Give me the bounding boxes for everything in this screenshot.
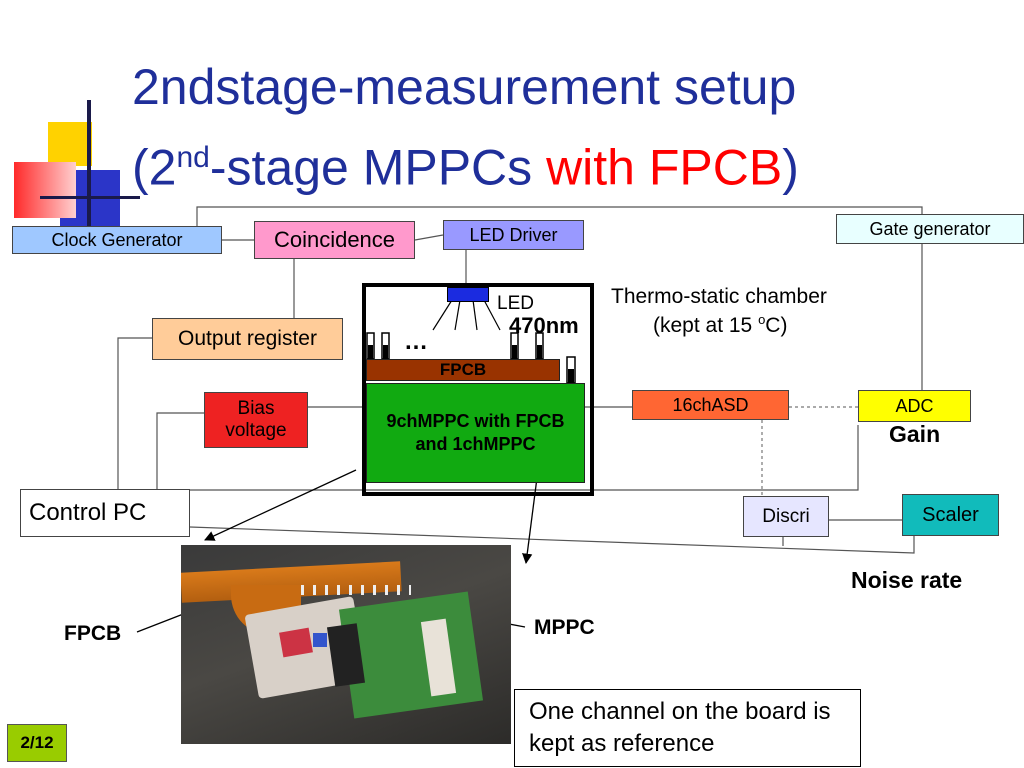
- title-sup: nd: [176, 141, 210, 174]
- photo-fpcb-label: FPCB: [64, 622, 122, 645]
- gain-label: Gain: [889, 421, 941, 447]
- control-pc-box: Control PC: [20, 489, 190, 537]
- logo-vertical-line: [87, 100, 91, 230]
- title-suffix: ): [782, 139, 799, 196]
- led-wavelength: 470nm: [509, 313, 579, 338]
- slide-title-line1: 2ndstage-measurement setup: [132, 59, 797, 115]
- arrow-board-to-photo: [522, 469, 539, 565]
- wire-scaler-pc: [189, 526, 915, 554]
- logo-red-square: [14, 162, 76, 218]
- pin-ellipsis: …: [404, 328, 428, 355]
- logo-yellow-square: [48, 122, 92, 166]
- led-icon: [447, 287, 489, 302]
- title-mid: -stage MPPCs: [209, 139, 547, 196]
- fpcb-strip: FPCB: [366, 359, 560, 381]
- led-ray: [432, 299, 453, 331]
- chamber-label-line2: (kept at 15 oC): [653, 312, 787, 338]
- clock-generator-box: Clock Generator: [12, 226, 222, 254]
- coincidence-box: Coincidence: [254, 221, 415, 259]
- led-driver-box: LED Driver: [443, 220, 584, 250]
- chamber-label-line1: Thermo-static chamber: [611, 285, 827, 308]
- pin: [512, 345, 517, 359]
- thermo-chamber-outline: [362, 283, 594, 496]
- page-number-badge: 2/12: [7, 724, 67, 762]
- output-register-box: Output register: [152, 318, 343, 360]
- adc-box: ADC: [858, 390, 971, 422]
- scaler-box: Scaler: [902, 494, 999, 536]
- chamber-temp-sup: o: [758, 312, 766, 327]
- photo-mppc-label: MPPC: [534, 616, 595, 639]
- led-ray: [483, 299, 501, 331]
- reference-note-box: One channel on the board is kept as refe…: [514, 689, 861, 767]
- wire-output-pc: [117, 337, 152, 489]
- noise-rate-label: Noise rate: [851, 567, 963, 593]
- title-highlight: with FPCB: [546, 139, 783, 196]
- led-ray: [472, 299, 478, 331]
- photo-red-chip: [279, 627, 313, 658]
- wire-top-loop: [196, 206, 923, 390]
- gate-generator-box: Gate generator: [836, 214, 1024, 244]
- wire-coincidence-led: [414, 234, 444, 241]
- pin: [368, 345, 373, 359]
- slide-title-line2: (2nd-stage MPPCs with FPCB): [132, 128, 799, 198]
- bias-voltage-box: Bias voltage: [204, 392, 308, 448]
- logo-horizontal-line: [40, 196, 140, 199]
- pin: [383, 345, 388, 359]
- wire-bias-pc: [156, 412, 204, 489]
- arrow-board-to-photo: [204, 469, 357, 541]
- discri-box: Discri: [743, 496, 829, 537]
- mppc-board: 9chMPPC with FPCB and 1chMPPC: [366, 383, 585, 483]
- pin: [537, 345, 542, 359]
- logo-decoration: [0, 100, 140, 230]
- setup-photo: [181, 545, 511, 744]
- wire-adc-pc: [190, 425, 859, 491]
- pin: [568, 369, 574, 383]
- chamber-temp-suffix: C): [765, 314, 788, 337]
- chamber-temp-prefix: (kept at 15: [653, 314, 759, 337]
- photo-pins-row: [301, 585, 411, 595]
- photo-blue-chip: [313, 633, 327, 647]
- title-prefix: (2: [132, 139, 177, 196]
- asd-box: 16chASD: [632, 390, 789, 420]
- led-label: LED: [497, 293, 534, 314]
- led-ray: [454, 299, 461, 331]
